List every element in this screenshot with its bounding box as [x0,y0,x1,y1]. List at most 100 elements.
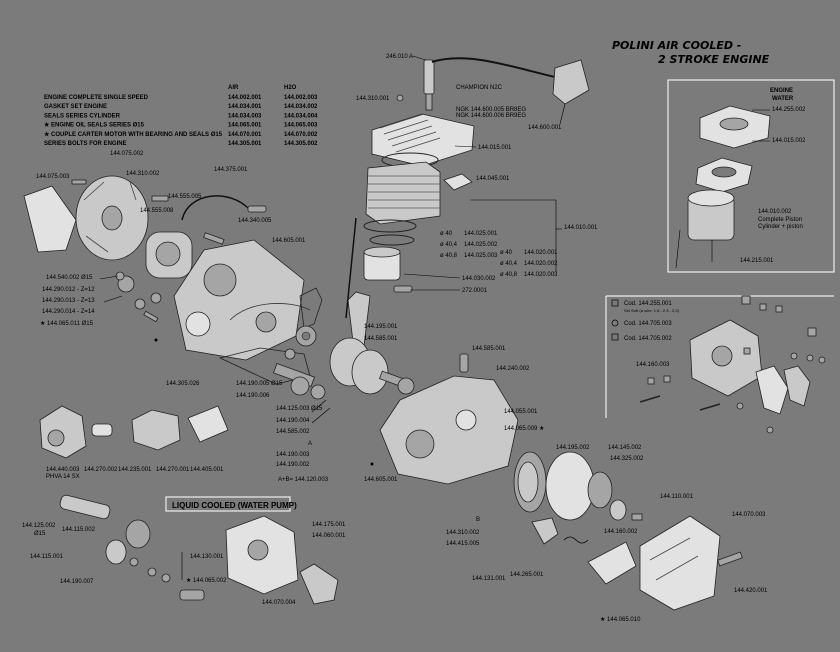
wp-label-a2: Ø15 [34,531,46,537]
clutch-group: 144.195.002 144.145.002 144.325.002 B 14… [446,445,768,623]
carburettor [39,405,87,459]
piston-dia: ø 40 [500,250,513,256]
label-l15: 272.0001 [462,288,488,294]
wp-label-e: 144.175.001 [312,522,346,528]
table-row-h2o: 144.070.002 [284,132,318,138]
label-l34: 144.145.002 [608,445,642,451]
wp-label-b: 144.115.002 [62,527,96,533]
table-row-air: 144.305.001 [228,141,262,147]
hw-cod3: Cod. 144.705.002 [624,336,672,342]
piston-dia: ø 40,8 [440,253,458,259]
label-ngk1: NGK 144.600.005 BR8EG [456,107,526,113]
water-label-1: 144.255.002 [772,107,806,113]
label-l33: 144.195.002 [556,445,590,451]
label-l22: 144.190.006 [236,393,270,399]
label-l25: 144.585.002 [276,429,310,435]
table-row-h2o: 144.065.003 [284,123,318,129]
pump-shaft [59,494,111,520]
label-ngk2: NGK 144.600.006 BR9EG [456,113,526,119]
wp-label-h: ★ 144.065.002 [186,577,227,584]
label-l18: 144.585.001 [472,346,506,352]
left-crankcase: 144.305.026 144.190.005 Ø15 144.190.006 [154,239,323,399]
label-coil: 144.600.001 [528,125,562,131]
label-l14: 144.030.002 [462,276,496,282]
label-l7: 144.340.005 [238,218,272,224]
label-l12: 144.290.014 - Z=14 [42,309,95,315]
ignition-group: 246.010 A CHAMPION N2C NGK 144.600.005 B… [356,54,590,131]
crankcase-left-shape [173,239,305,361]
table-row-label: ★ ENGINE OIL SEALS SERIES Ø15 [44,122,145,129]
piston-dia: ø 40,4 [440,242,458,248]
table-row-label: GASKET SET ENGINE [44,104,107,110]
piston-dia: ø 40 [440,231,453,237]
table-row-label: SERIES BOLTS FOR ENGINE [44,141,127,147]
label-cylinder: 144.010.001 [564,225,598,231]
label-l5: 144.555.005 [168,194,202,200]
hw-part: 144.160.003 [636,362,670,368]
water-pump-box: LIQUID COOLED (WATER PUMP) 144.125.002 Ø… [22,494,346,606]
label-l8: 144.605.001 [272,238,306,244]
water-label-3: 144.010.002 [758,209,792,215]
label-l10: 144.290.012 - Z=12 [42,287,95,293]
right-crankcase: 144.585.001 144.240.002 144.605.001 144.… [364,346,544,485]
label-l17: 144.585.001 [364,336,398,342]
label-plug: 144.310.001 [356,96,390,102]
water-label-6: 144.215.001 [740,258,774,264]
piston-code: 144.025.002 [464,242,498,248]
wp-label-g: 144.130.001 [190,554,224,560]
case-gasket [218,347,311,385]
label-l49: 144.131.001 [472,576,506,582]
label-l26: A [308,441,312,447]
label-l16: 144.195.001 [364,324,398,330]
crankshaft-group: 144.195.001 144.585.001 144.125.003 Ø15 … [272,324,415,483]
engine-water-box: ENGINE WATER 144.255.002 144.015.002 144… [667,79,835,273]
piston-code: 144.020.001 [524,250,558,256]
label-spark-ref: 246.010 A [386,54,413,60]
piston-code: 144.020.003 [524,272,558,278]
cylinder-block [365,161,441,225]
table-row-h2o: 144.002.003 [284,95,318,101]
piston-code: 144.020.002 [524,261,558,267]
label-l31: 144.055.001 [504,409,538,415]
hw-cod1-sub: Set Soft (ø wire: 1,6 - 2,3 - 2,3) [624,308,680,313]
clutch-bell [545,451,595,521]
table-row-h2o: 144.034.002 [284,104,318,110]
water-label-4: Complete Piston [758,217,802,223]
label-l30: 144.605.001 [364,477,398,483]
clutch-cover [639,515,721,611]
reed-valve [187,405,229,443]
label-l9: 144.540.002 Ø15 [46,275,93,281]
water-pump-title: LIQUID COOLED (WATER PUMP) [172,501,297,510]
table-row-label: SEALS SERIES CYLINDER [44,113,121,119]
label-l39: 144.235.001 [118,467,152,473]
ignition-coil [552,59,590,105]
engine-water-title-1: ENGINE [770,88,793,94]
title-line2: 2 STROKE ENGINE [658,53,770,66]
label-l11: 144.290.013 - Z=13 [42,298,95,304]
table-row-air: 144.034.003 [228,113,262,119]
table-header-h2o: H2O [284,85,297,91]
table-row-air: 144.070.001 [228,132,262,138]
label-l42: B [476,517,480,523]
label-l4: 144.375.001 [214,167,248,173]
cylinder-head [371,113,475,167]
label-l47: 144.070.003 [732,512,766,518]
clutch-cover-group [639,515,743,611]
cylinder-group: 144.015.001 144.045.001 144.010.001 ø 40… [345,113,598,351]
label-l20: 144.305.026 [166,381,200,387]
table-row-h2o: 144.034.004 [284,113,318,119]
label-l46: 144.160.002 [604,529,638,535]
water-label-5: Cylinder + piston [758,224,803,230]
label-l40: 144.270.001 [156,467,190,473]
label-l35: 144.325.002 [610,456,644,462]
intake-manifold [131,409,181,451]
label-l6: 144.555.008 [140,208,174,214]
hardware-box: Cod. 144.255.001 Set Soft (ø wire: 1,6 -… [605,295,834,434]
flywheel-group: 144.075.002 144.075.003 144.310.002 144.… [23,151,306,327]
wp-label-f: 144.060.001 [312,533,346,539]
label-gasket: 144.045.001 [476,176,510,182]
label-l45: 144.110.001 [660,494,694,500]
label-head: 144.015.001 [478,145,512,151]
